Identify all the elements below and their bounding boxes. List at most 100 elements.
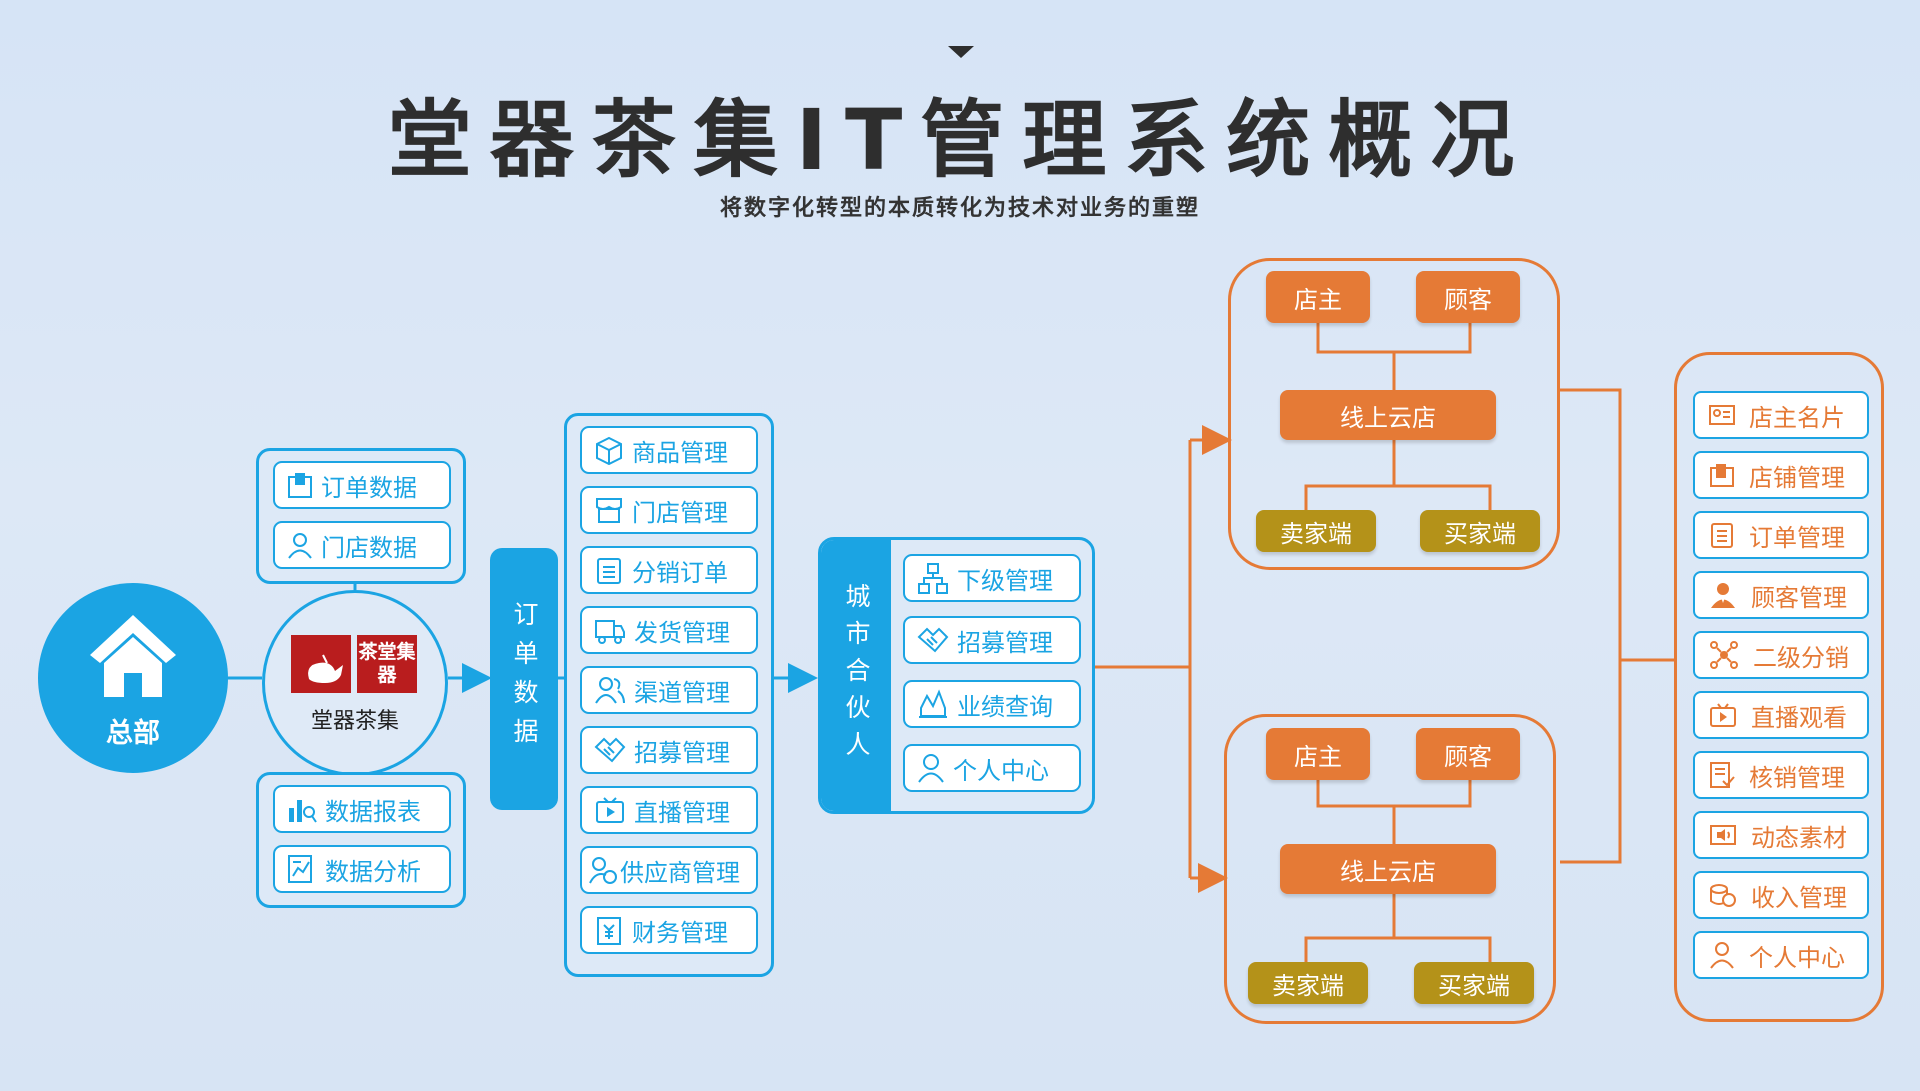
module-live[interactable]: 直播管理 bbox=[580, 786, 758, 834]
module-finance[interactable]: 财务管理 bbox=[580, 906, 758, 954]
feature-live-watch[interactable]: 直播观看 bbox=[1693, 691, 1869, 739]
feature-label: 二级分销 bbox=[1753, 643, 1849, 672]
feature-income-manage[interactable]: 收入管理 bbox=[1693, 871, 1869, 919]
city-partner-group: 城市合伙人 下级管理 招募管理 业绩查询 个人中心 bbox=[818, 537, 1095, 814]
checklist-icon bbox=[1710, 762, 1735, 788]
home-icon bbox=[90, 615, 176, 697]
city-partner-bar[interactable]: 城市合伙人 bbox=[821, 540, 891, 811]
brand-logo-text: 茶堂集器 bbox=[357, 635, 417, 693]
clipboard-icon bbox=[1711, 523, 1733, 548]
page-title: 堂器茶集IT管理系统概况 bbox=[387, 91, 1533, 189]
top-data-group: 订单数据 门店数据 bbox=[256, 448, 466, 584]
teapot-logo-icon bbox=[291, 635, 351, 693]
bottom-data-group: 数据报表 数据分析 bbox=[256, 772, 466, 908]
module-label: 财务管理 bbox=[632, 918, 728, 947]
feature-profile[interactable]: 个人中心 bbox=[1693, 931, 1869, 979]
data-report-label: 数据报表 bbox=[325, 797, 421, 826]
feature-owner-card[interactable]: 店主名片 bbox=[1693, 391, 1869, 439]
customer-icon bbox=[1711, 583, 1735, 608]
partner-subordinate[interactable]: 下级管理 bbox=[903, 554, 1081, 602]
feature-second-distribution[interactable]: 二级分销 bbox=[1693, 631, 1869, 679]
module-label: 门店管理 bbox=[632, 498, 728, 527]
feature-label: 店铺管理 bbox=[1749, 463, 1845, 492]
feature-label: 核销管理 bbox=[1749, 763, 1845, 792]
handshake-icon bbox=[594, 737, 626, 763]
caret-down-icon bbox=[948, 46, 974, 58]
hq-label: 总部 bbox=[106, 718, 160, 749]
store-data-button[interactable]: 门店数据 bbox=[273, 521, 451, 569]
module-store[interactable]: 门店管理 bbox=[580, 486, 758, 534]
partner-performance[interactable]: 业绩查询 bbox=[903, 680, 1081, 728]
module-supplier[interactable]: 供应商管理 bbox=[580, 846, 758, 894]
data-analysis-button[interactable]: 数据分析 bbox=[273, 845, 451, 893]
org-chart-icon bbox=[918, 563, 948, 594]
feature-label: 个人中心 bbox=[1749, 943, 1845, 972]
analysis-chart-icon bbox=[288, 855, 312, 883]
hq-node: 总部 bbox=[38, 583, 228, 773]
performance-icon bbox=[919, 689, 947, 718]
module-label: 供应商管理 bbox=[620, 858, 740, 887]
order-data-label: 订单数据 bbox=[321, 473, 417, 502]
media-icon bbox=[1710, 825, 1736, 845]
customer-box[interactable]: 顾客 bbox=[1416, 271, 1520, 323]
feature-shop-manage[interactable]: 店铺管理 bbox=[1693, 451, 1869, 499]
module-recruit[interactable]: 招募管理 bbox=[580, 726, 758, 774]
data-analysis-label: 数据分析 bbox=[325, 857, 421, 886]
data-report-button[interactable]: 数据报表 bbox=[273, 785, 451, 833]
feature-dynamic-media[interactable]: 动态素材 bbox=[1693, 811, 1869, 859]
feature-customer-manage[interactable]: 顾客管理 bbox=[1693, 571, 1869, 619]
module-label: 直播管理 bbox=[634, 798, 730, 827]
partner-profile[interactable]: 个人中心 bbox=[903, 744, 1081, 792]
customer-box[interactable]: 顾客 bbox=[1416, 728, 1520, 780]
city-partner-label: 城市合伙人 bbox=[842, 583, 871, 768]
users-icon bbox=[595, 677, 625, 704]
feature-label: 直播观看 bbox=[1751, 703, 1847, 732]
seller-box[interactable]: 卖家端 bbox=[1256, 510, 1376, 552]
feature-label: 店主名片 bbox=[1749, 403, 1845, 432]
module-label: 发货管理 bbox=[634, 618, 730, 647]
feature-label: 收入管理 bbox=[1751, 883, 1847, 912]
order-data-bar[interactable]: 订单数据 bbox=[490, 548, 558, 810]
module-label: 分销订单 bbox=[632, 558, 728, 587]
module-shipping[interactable]: 发货管理 bbox=[580, 606, 758, 654]
module-label: 渠道管理 bbox=[634, 678, 730, 707]
module-channel[interactable]: 渠道管理 bbox=[580, 666, 758, 714]
video-icon bbox=[596, 797, 624, 823]
feature-label: 动态素材 bbox=[1751, 823, 1847, 852]
truck-icon bbox=[595, 620, 625, 644]
partner-item-label: 招募管理 bbox=[957, 628, 1053, 657]
online-store-box[interactable]: 线上云店 bbox=[1280, 844, 1496, 894]
module-product[interactable]: 商品管理 bbox=[580, 426, 758, 474]
modules-group: 商品管理 门店管理 分销订单 发货管理 渠道管理 招募管理 直播管理 供应商管理… bbox=[564, 413, 774, 977]
report-chart-icon bbox=[289, 800, 317, 823]
clipboard-icon bbox=[597, 558, 621, 584]
brand-node: 茶堂集器 堂器茶集 bbox=[262, 590, 448, 776]
module-distribution-order[interactable]: 分销订单 bbox=[580, 546, 758, 594]
order-bar-label: 订单数据 bbox=[510, 601, 539, 757]
cloud-store-group-1 bbox=[1228, 258, 1560, 570]
partner-item-label: 业绩查询 bbox=[957, 692, 1053, 721]
partner-recruit[interactable]: 招募管理 bbox=[903, 616, 1081, 664]
store-owner-box[interactable]: 店主 bbox=[1266, 728, 1370, 780]
store-owner-box[interactable]: 店主 bbox=[1266, 271, 1370, 323]
feature-order-manage[interactable]: 订单管理 bbox=[1693, 511, 1869, 559]
feature-verification[interactable]: 核销管理 bbox=[1693, 751, 1869, 799]
cloud-store-group-2 bbox=[1224, 714, 1556, 1024]
store-data-label: 门店数据 bbox=[321, 533, 417, 562]
stores-to-features-bracket bbox=[1558, 388, 1622, 864]
feature-label: 顾客管理 bbox=[1751, 583, 1847, 612]
module-label: 商品管理 bbox=[632, 438, 728, 467]
finance-icon bbox=[597, 917, 621, 945]
seller-box[interactable]: 卖家端 bbox=[1248, 962, 1368, 1004]
supplier-icon bbox=[589, 857, 617, 884]
online-store-box[interactable]: 线上云店 bbox=[1280, 390, 1496, 440]
id-card-icon bbox=[1709, 405, 1735, 425]
buyer-box[interactable]: 买家端 bbox=[1420, 510, 1540, 552]
coins-icon bbox=[1710, 884, 1736, 907]
storefront-icon bbox=[596, 498, 622, 523]
order-data-button[interactable]: 订单数据 bbox=[273, 461, 451, 509]
partner-item-label: 下级管理 bbox=[957, 566, 1053, 595]
partner-item-label: 个人中心 bbox=[953, 756, 1049, 785]
buyer-box[interactable]: 买家端 bbox=[1414, 962, 1534, 1004]
feature-label: 订单管理 bbox=[1749, 523, 1845, 552]
